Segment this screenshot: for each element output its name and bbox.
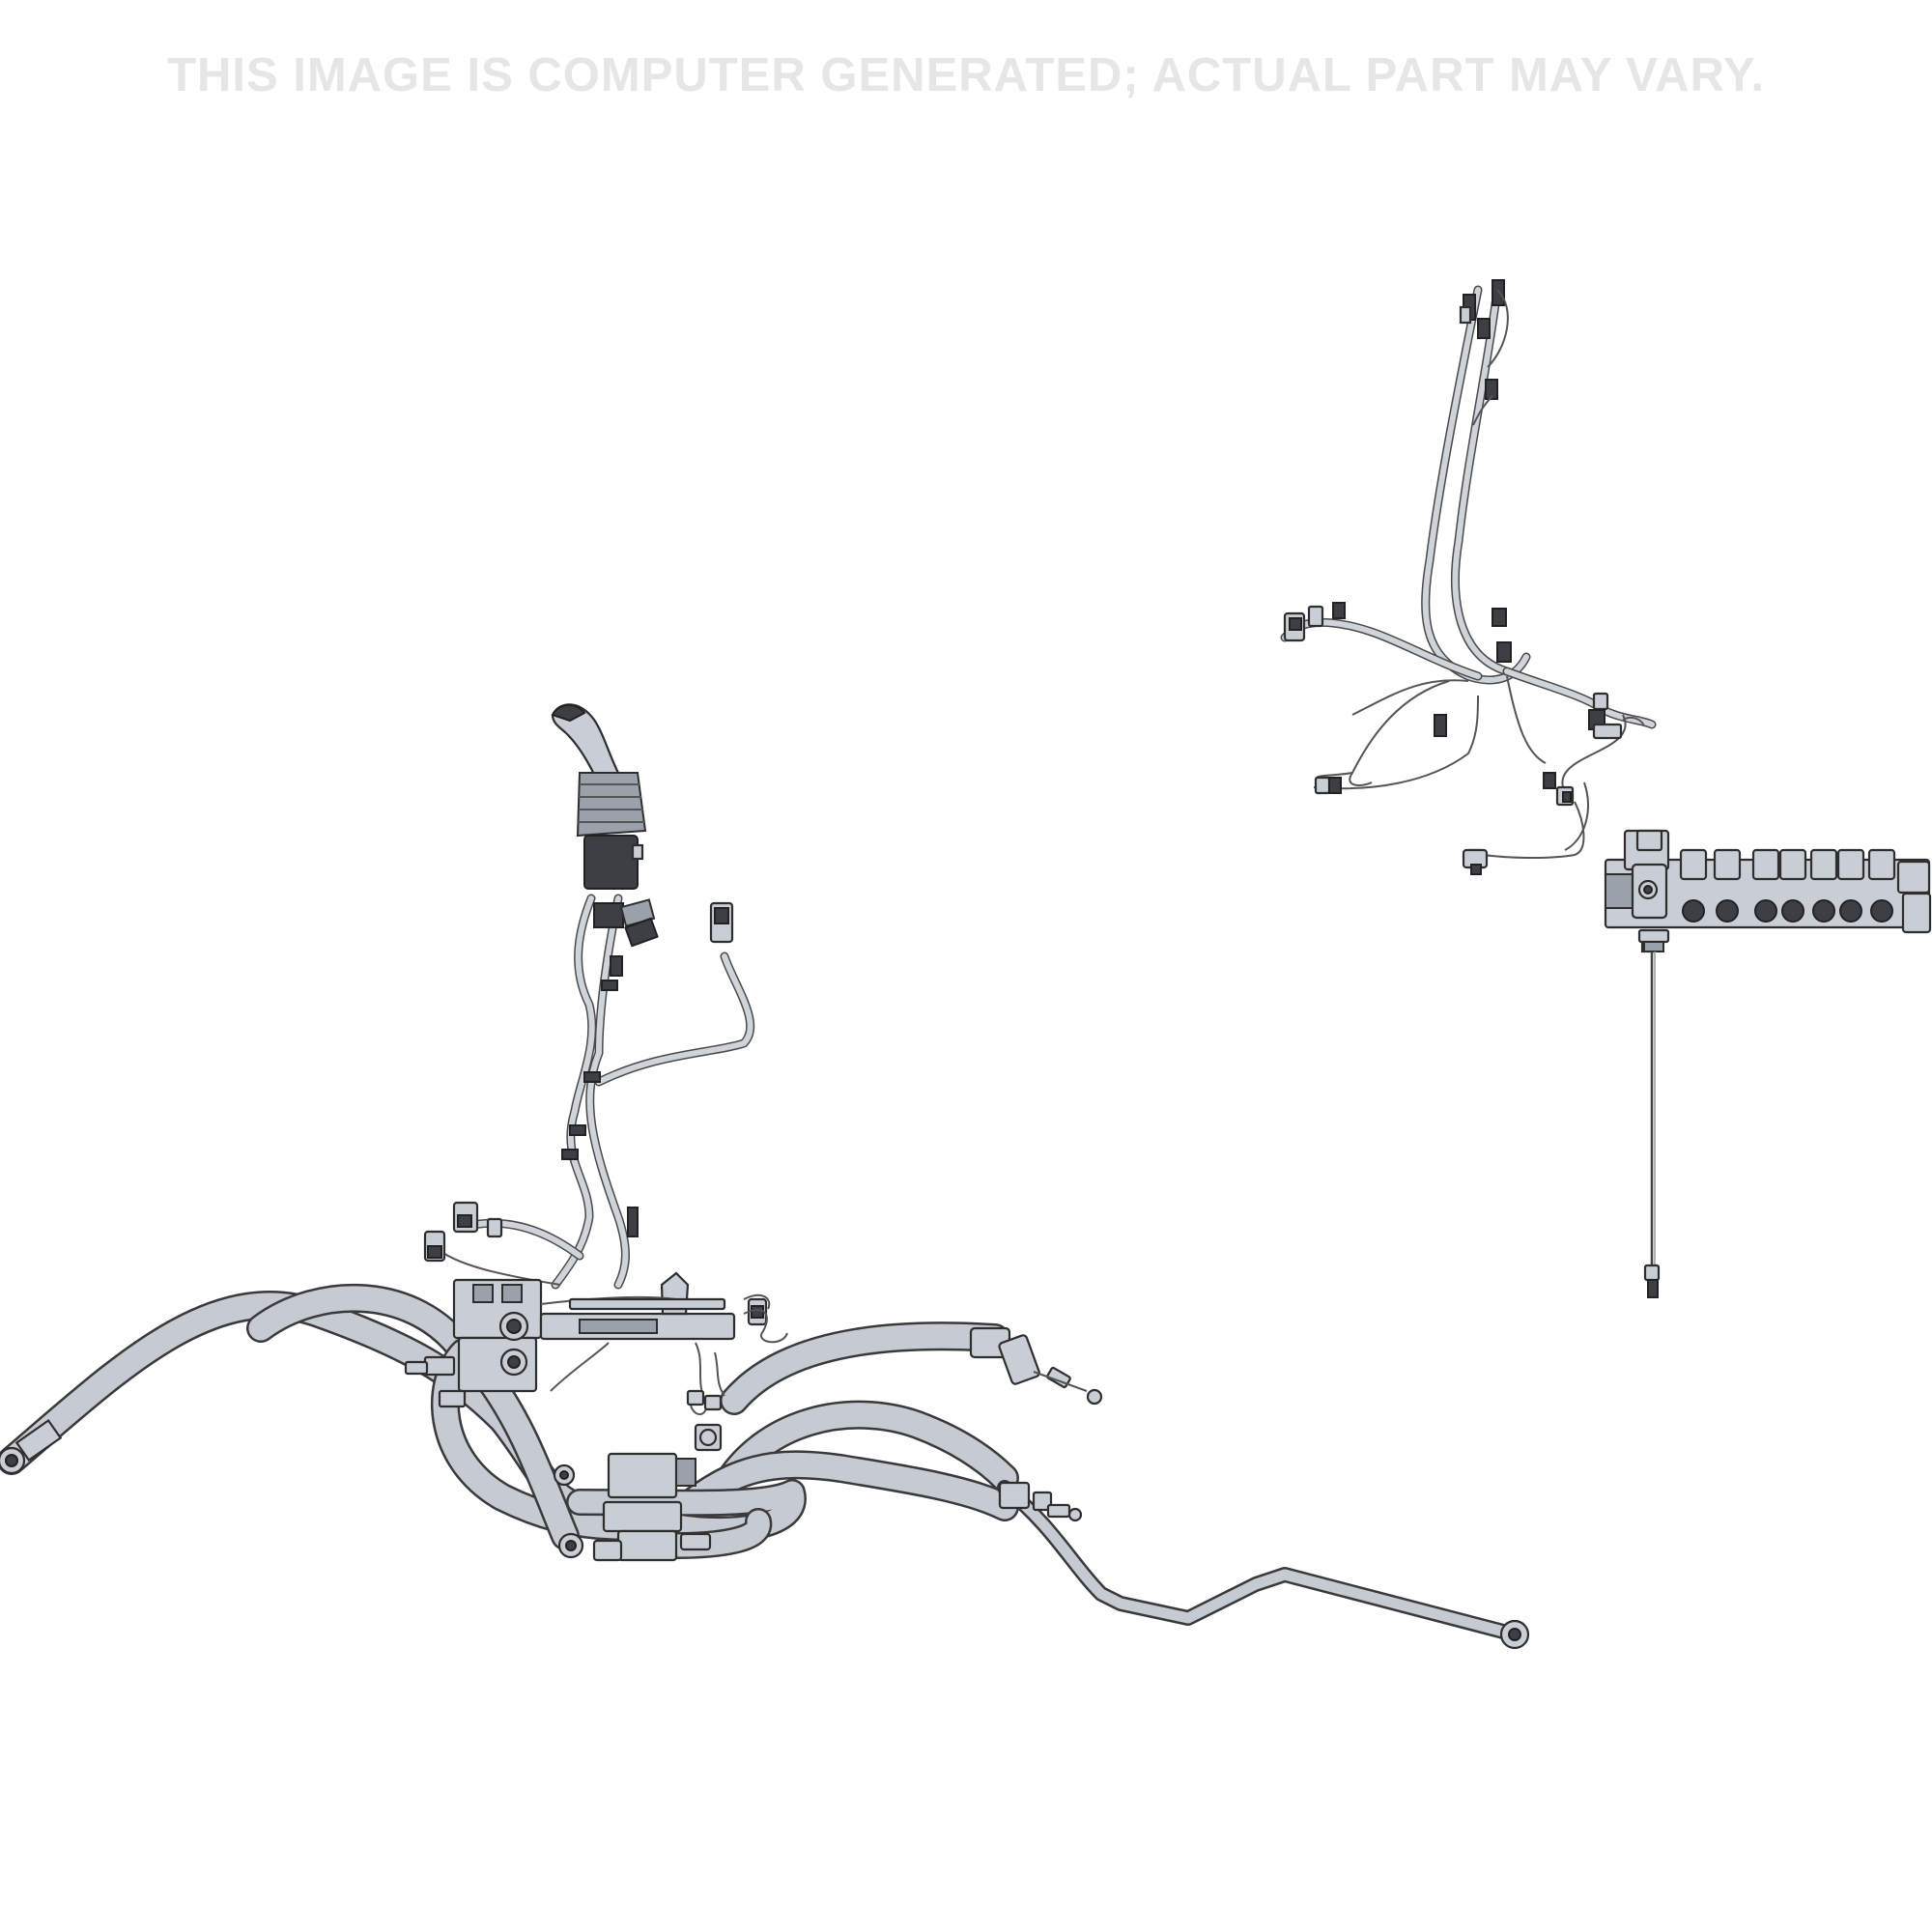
- upper-right-harness: [1280, 279, 1657, 874]
- center-manifold: [553, 1423, 723, 1562]
- joystick: [551, 703, 659, 948]
- steel-tube: [997, 1480, 1530, 1650]
- sensor-wiring: [550, 1342, 725, 1415]
- control-valve-bank: [1604, 829, 1932, 1298]
- valve-block: [404, 1278, 543, 1408]
- harness-connectors: [423, 901, 768, 1326]
- left-hydraulic-assembly: [0, 703, 1530, 1650]
- standalone-sensor: [1462, 848, 1489, 875]
- left-harness: [434, 894, 755, 1290]
- left-hose-fitting: [0, 1418, 63, 1475]
- disclaimer-watermark: THIS IMAGE IS COMPUTER GENERATED; ACTUAL…: [167, 49, 1765, 101]
- right-fittings: [969, 1326, 1103, 1522]
- solenoid-bar: [539, 1271, 788, 1344]
- valve-sections: [1679, 848, 1932, 934]
